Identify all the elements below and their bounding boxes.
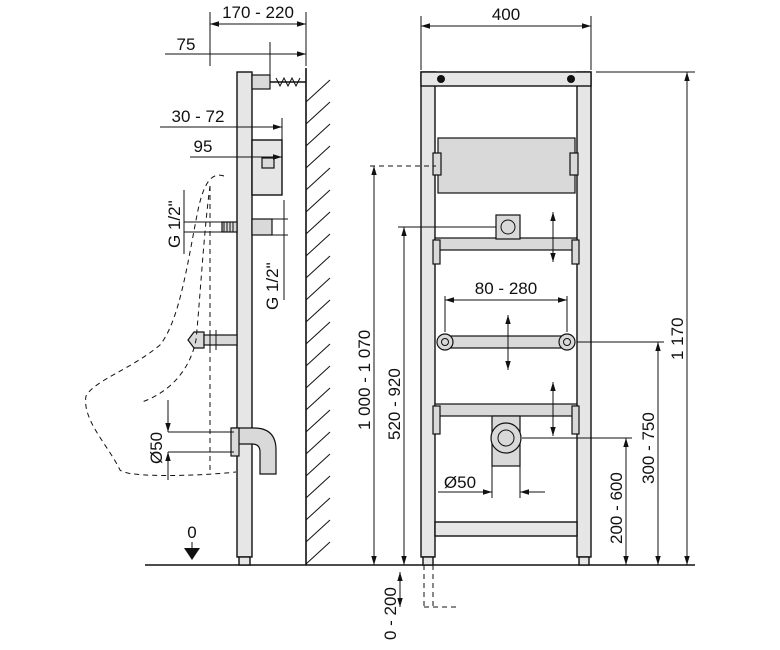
bracket-slot bbox=[261, 157, 275, 169]
dim-thread-right: G 1/2" bbox=[263, 262, 282, 310]
wall-hatch bbox=[305, 475, 331, 499]
floor-level-marker bbox=[184, 548, 200, 560]
wall-hatch bbox=[305, 277, 331, 301]
dim-drain-front: Ø50 bbox=[444, 473, 476, 492]
floor-level-label: 0 bbox=[187, 523, 196, 542]
dim-fixing-spacing: 80 - 280 bbox=[475, 279, 537, 298]
wall-hatch bbox=[305, 409, 331, 433]
frame-post bbox=[236, 71, 253, 558]
frame-left-post bbox=[420, 71, 436, 558]
wall-hatch bbox=[305, 211, 331, 235]
wall-hatch bbox=[305, 321, 331, 345]
wall-hatch bbox=[305, 431, 331, 455]
bolt-thread bbox=[275, 76, 301, 88]
wall-hatch bbox=[305, 189, 331, 213]
frame-bottom-rail bbox=[434, 521, 578, 537]
dim-pipe-offset: 75 bbox=[177, 35, 196, 54]
dim-inlet-height: 1 000 - 1 070 bbox=[355, 330, 374, 430]
fixing-point-right bbox=[558, 333, 576, 351]
dim-width: 400 bbox=[492, 5, 520, 24]
wall-hatch bbox=[305, 123, 331, 147]
wall-hatch bbox=[305, 387, 331, 411]
front-plate bbox=[437, 137, 576, 194]
wall-hatch bbox=[305, 541, 331, 565]
wall-hatch bbox=[305, 365, 331, 389]
drain-collar bbox=[230, 427, 240, 457]
wall-hatch bbox=[305, 255, 331, 279]
urinal-outline bbox=[85, 174, 237, 476]
top-bracket bbox=[251, 74, 271, 90]
wall bbox=[305, 68, 331, 565]
dim-drain-height: 200 - 600 bbox=[607, 472, 626, 544]
dim-bracket-range: 30 - 72 bbox=[172, 107, 225, 126]
drain-crossbar bbox=[434, 403, 578, 417]
drain-elbow bbox=[231, 427, 277, 475]
dim-depth-range: 170 - 220 bbox=[222, 3, 294, 22]
dim-bracket-depth: 95 bbox=[194, 137, 213, 156]
wall-hatch bbox=[305, 453, 331, 477]
front-view: 400 1 170 1 000 - 1 070 520 - 920 80 - 2… bbox=[355, 5, 695, 640]
wall-hatch bbox=[305, 519, 331, 543]
fixing-point-left bbox=[436, 333, 454, 351]
dim-floor-adjust: 0 - 200 bbox=[381, 587, 400, 640]
dim-drain-side: Ø50 bbox=[147, 432, 166, 464]
wall-hatch bbox=[305, 343, 331, 367]
supply-fitting-right bbox=[251, 218, 273, 236]
wall-hatch bbox=[305, 233, 331, 257]
supply-crossbar bbox=[434, 237, 578, 251]
post-foot bbox=[238, 556, 251, 566]
wall-hatch bbox=[305, 497, 331, 521]
wall-hatch bbox=[305, 299, 331, 323]
frame-right-post bbox=[576, 71, 592, 558]
drain-ring bbox=[490, 422, 522, 454]
frame-top-rail bbox=[420, 71, 592, 87]
wall-hatch bbox=[305, 79, 331, 103]
wall-hatch bbox=[305, 101, 331, 125]
dim-supply-height: 520 - 920 bbox=[385, 368, 404, 440]
supply-fitting bbox=[495, 214, 521, 240]
side-view: 170 - 220 75 30 - 72 95 G 1/2" G 1/2" Ø5… bbox=[85, 3, 331, 566]
dim-fixing-height: 300 - 750 bbox=[639, 412, 658, 484]
fixing-bolt bbox=[203, 334, 238, 346]
dim-thread-left: G 1/2" bbox=[165, 200, 184, 248]
wall-hatch bbox=[305, 167, 331, 191]
dim-total-height: 1 170 bbox=[668, 317, 687, 360]
wall-hatch bbox=[305, 145, 331, 169]
